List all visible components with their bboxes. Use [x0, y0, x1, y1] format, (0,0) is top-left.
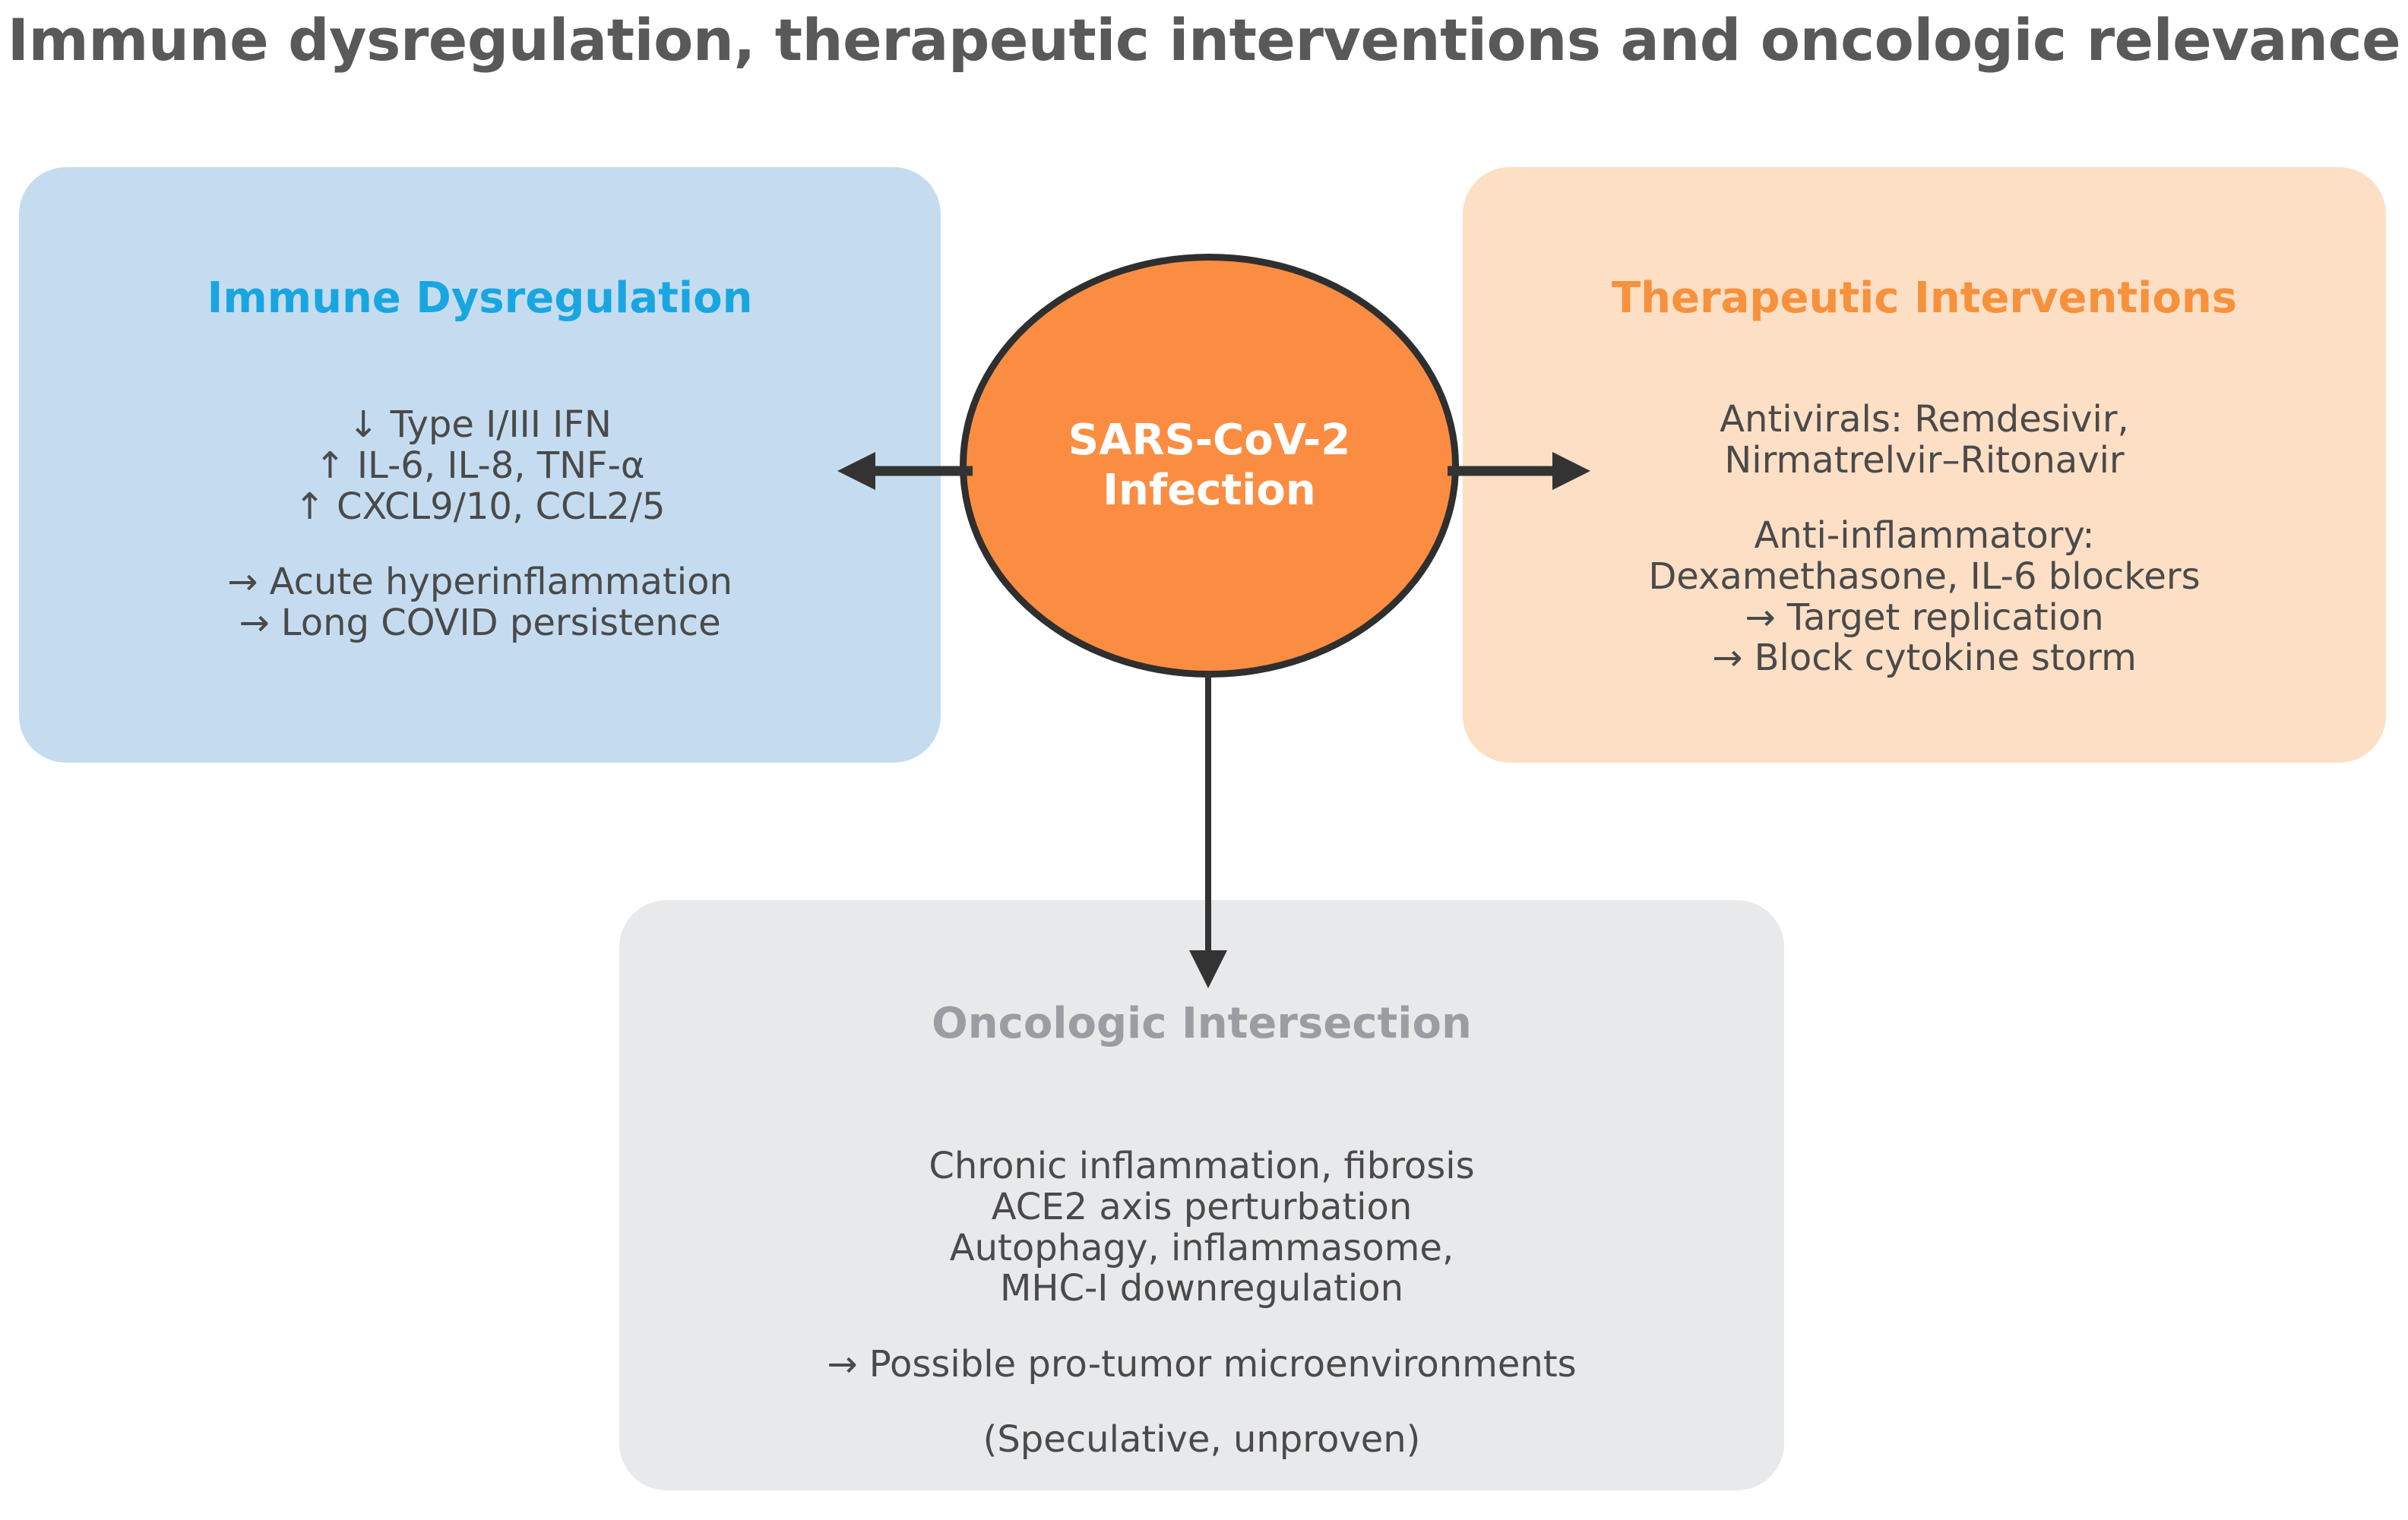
- panel-therapeutic-body: Antivirals: Remdesivir, Nirmatrelvir–Rit…: [1463, 398, 2386, 680]
- arrow-to-therapeutic-icon: [1448, 452, 1590, 490]
- panel-therapeutic-interventions: Therapeutic Interventions Antivirals: Re…: [1463, 167, 2386, 763]
- panel-immune-dysregulation: Immune Dysregulation ↓ Type I/III IFN ↑ …: [19, 167, 941, 763]
- panel-oncologic-intersection: Oncologic Intersection Chronic inflammat…: [619, 900, 1784, 1490]
- immune-cytokine-list: ↓ Type I/III IFN ↑ IL-6, IL-8, TNF-α ↑ C…: [294, 403, 666, 528]
- central-node-sars-cov-2: SARS-CoV-2 Infection: [960, 254, 1459, 678]
- page-title: Immune dysregulation, therapeutic interv…: [7, 6, 2401, 74]
- oncologic-outcome: → Possible pro-tumor microenvironments: [827, 1342, 1577, 1386]
- immune-outcomes-list: → Acute hyperinflammation → Long COVID p…: [227, 560, 733, 644]
- panel-oncologic-body: Chronic inflammation, fibrosis ACE2 axis…: [619, 1146, 1784, 1461]
- central-node-label: SARS-CoV-2 Infection: [1068, 415, 1351, 515]
- oncologic-caveat: (Speculative, unproven): [983, 1417, 1421, 1461]
- oncologic-mechanisms: Chronic inflammation, fibrosis ACE2 axis…: [929, 1145, 1475, 1310]
- panel-oncologic-heading: Oncologic Intersection: [932, 999, 1472, 1048]
- panel-immune-body: ↓ Type I/III IFN ↑ IL-6, IL-8, TNF-α ↑ C…: [19, 403, 941, 644]
- therapeutic-anti-inflammatory: Anti-inflammatory: Dexamethasone, IL-6 b…: [1648, 514, 2201, 680]
- panel-immune-heading: Immune Dysregulation: [207, 273, 753, 323]
- therapeutic-antivirals: Antivirals: Remdesivir, Nirmatrelvir–Rit…: [1720, 398, 2129, 482]
- panel-therapeutic-heading: Therapeutic Interventions: [1611, 273, 2238, 323]
- arrow-to-oncologic-icon: [1189, 672, 1227, 988]
- arrow-to-immune-icon: [837, 452, 973, 490]
